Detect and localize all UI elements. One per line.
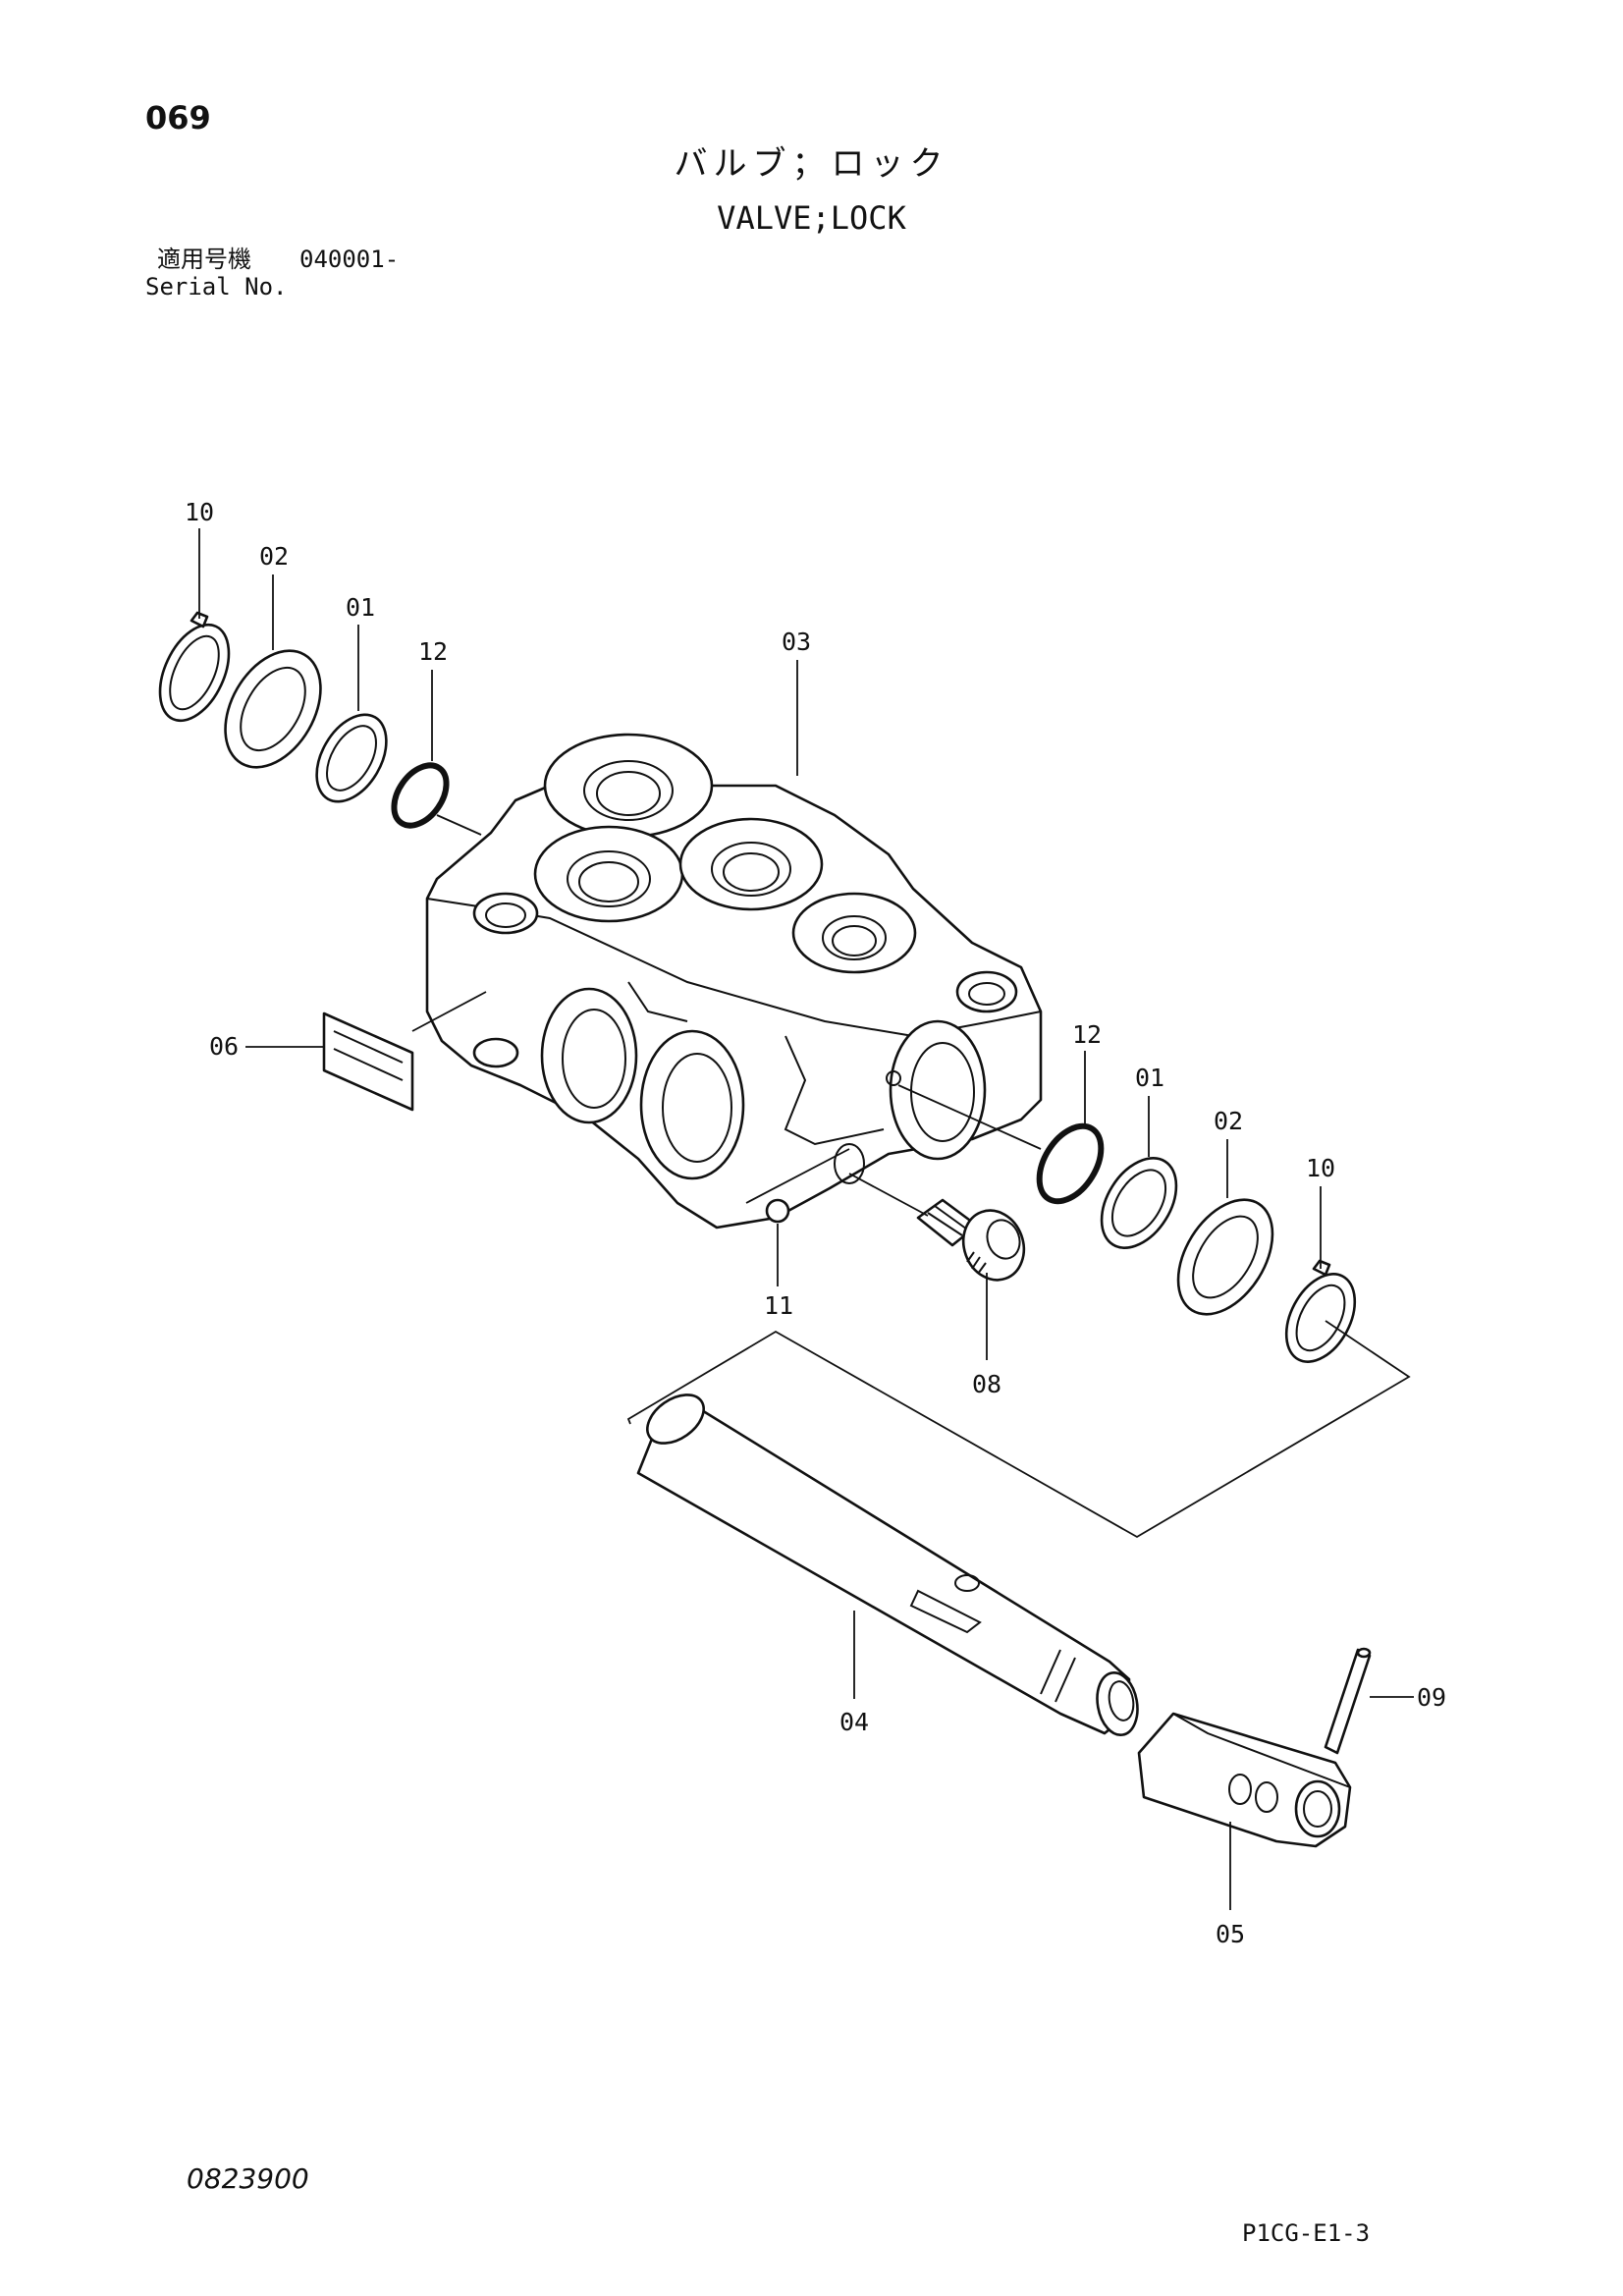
sheet-code: P1CG-E1-3	[1242, 2219, 1371, 2247]
callout-06: 06	[209, 1032, 239, 1061]
washer-left	[224, 649, 322, 769]
serial-label-japanese: 適用号機	[157, 246, 251, 273]
snap-ring-left	[158, 611, 231, 723]
spool-shaft	[636, 1394, 1139, 1737]
spring-pin	[1324, 1647, 1372, 1755]
callout-11: 11	[764, 1291, 793, 1320]
callout-02-right: 02	[1214, 1107, 1243, 1135]
backup-ring-left	[315, 713, 388, 803]
callout-03: 03	[782, 628, 811, 656]
callout-12-right: 12	[1072, 1020, 1102, 1049]
callout-12-left: 12	[418, 637, 448, 666]
title-english: VALVE;LOCK	[717, 199, 906, 237]
snap-ring-right	[1284, 1259, 1357, 1363]
steel-ball	[765, 1198, 790, 1224]
callout-08: 08	[972, 1370, 1001, 1398]
o-ring-right	[1036, 1122, 1105, 1205]
leader-lines	[198, 528, 1414, 1910]
callout-09: 09	[1417, 1683, 1446, 1712]
callout-04: 04	[839, 1708, 869, 1736]
stopper-block	[1137, 1712, 1352, 1848]
title-japanese: バルブ；ロック	[674, 144, 949, 184]
callout-10-left: 10	[185, 498, 214, 526]
backup-ring-right	[1100, 1157, 1178, 1249]
socket-screw	[916, 1198, 1026, 1282]
valve-body	[425, 733, 1043, 1230]
callout-02-left: 02	[259, 542, 289, 571]
assembly-lines	[411, 814, 1411, 1539]
callout-01-right: 01	[1135, 1064, 1164, 1092]
document-number: 0823900	[187, 2162, 309, 2195]
page-number: 069	[145, 99, 211, 137]
name-plate	[322, 1011, 414, 1112]
callout-10-right: 10	[1306, 1154, 1335, 1182]
serial-label-english: Serial No.	[145, 273, 288, 301]
washer-right	[1176, 1198, 1274, 1316]
callout-05: 05	[1216, 1920, 1245, 1948]
o-ring-left	[391, 762, 450, 829]
serial-value: 040001-	[299, 246, 400, 273]
callout-01-left: 01	[346, 593, 375, 622]
